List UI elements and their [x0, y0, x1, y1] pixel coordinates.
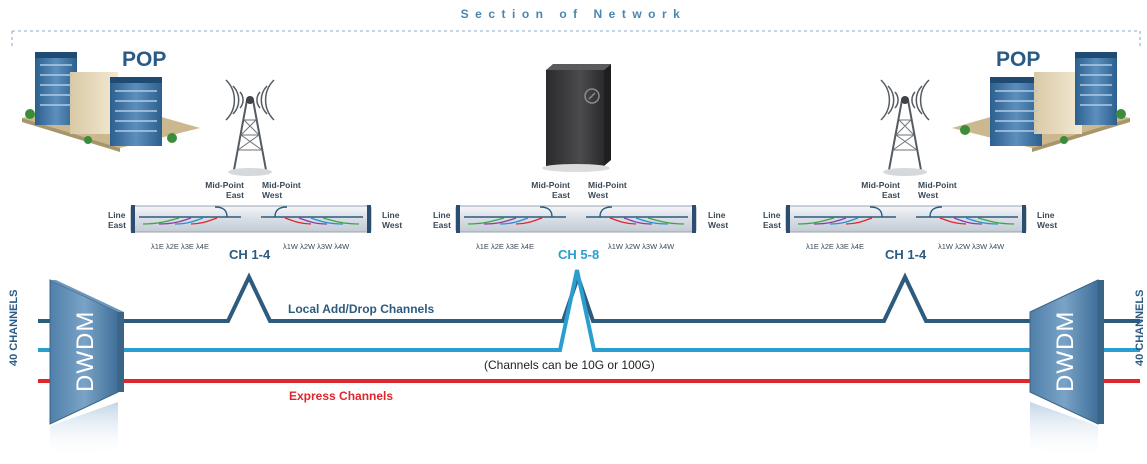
west-lambda-labels: λ1W λ2W λ3W λ4W: [608, 242, 675, 251]
dwdm-label-left: DWDM: [72, 310, 99, 392]
local-add-drop-label: Local Add/Drop Channels: [288, 302, 435, 316]
pop-building-left: [22, 52, 200, 152]
node-panel-2: [455, 205, 697, 233]
local-add-drop-line: [38, 270, 1140, 323]
channel-label-node-1: CH 1-4: [229, 247, 271, 262]
east-lambda-labels: λ1E λ2E λ3E λ4E: [151, 242, 209, 251]
equipment-cabinet-icon: [542, 64, 611, 172]
node-panel-3: [785, 205, 1027, 233]
cell-tower-icon: [225, 79, 275, 176]
channels-count-right: 40 CHANNELS: [1134, 289, 1146, 366]
dwdm-label-right: DWDM: [1052, 310, 1079, 392]
section-boundary: [11, 30, 1141, 48]
node-panel-1: [130, 205, 372, 233]
section-title: Section of Network: [460, 7, 687, 21]
capacity-note: (Channels can be 10G or 100G): [484, 358, 655, 372]
east-lambda-labels: λ1E λ2E λ3E λ4E: [476, 242, 534, 251]
cell-tower-icon: [880, 79, 930, 176]
mid-channels-line: [38, 269, 1140, 352]
west-lambda-labels: λ1W λ2W λ3W λ4W: [283, 242, 350, 251]
channel-label-node-3: CH 1-4: [885, 247, 927, 262]
pop-building-right: [952, 52, 1130, 152]
dwdm-mux-right: [1029, 279, 1104, 458]
west-lambda-labels: λ1W λ2W λ3W λ4W: [938, 242, 1005, 251]
express-channels-label: Express Channels: [289, 389, 394, 403]
pop-label-left: POP: [122, 48, 167, 71]
pop-label-right: POP: [996, 48, 1041, 71]
dwdm-mux-left: [49, 279, 124, 458]
east-lambda-labels: λ1E λ2E λ3E λ4E: [806, 242, 864, 251]
channels-count-left: 40 CHANNELS: [8, 289, 20, 366]
channel-label-node-2: CH 5-8: [558, 247, 600, 262]
